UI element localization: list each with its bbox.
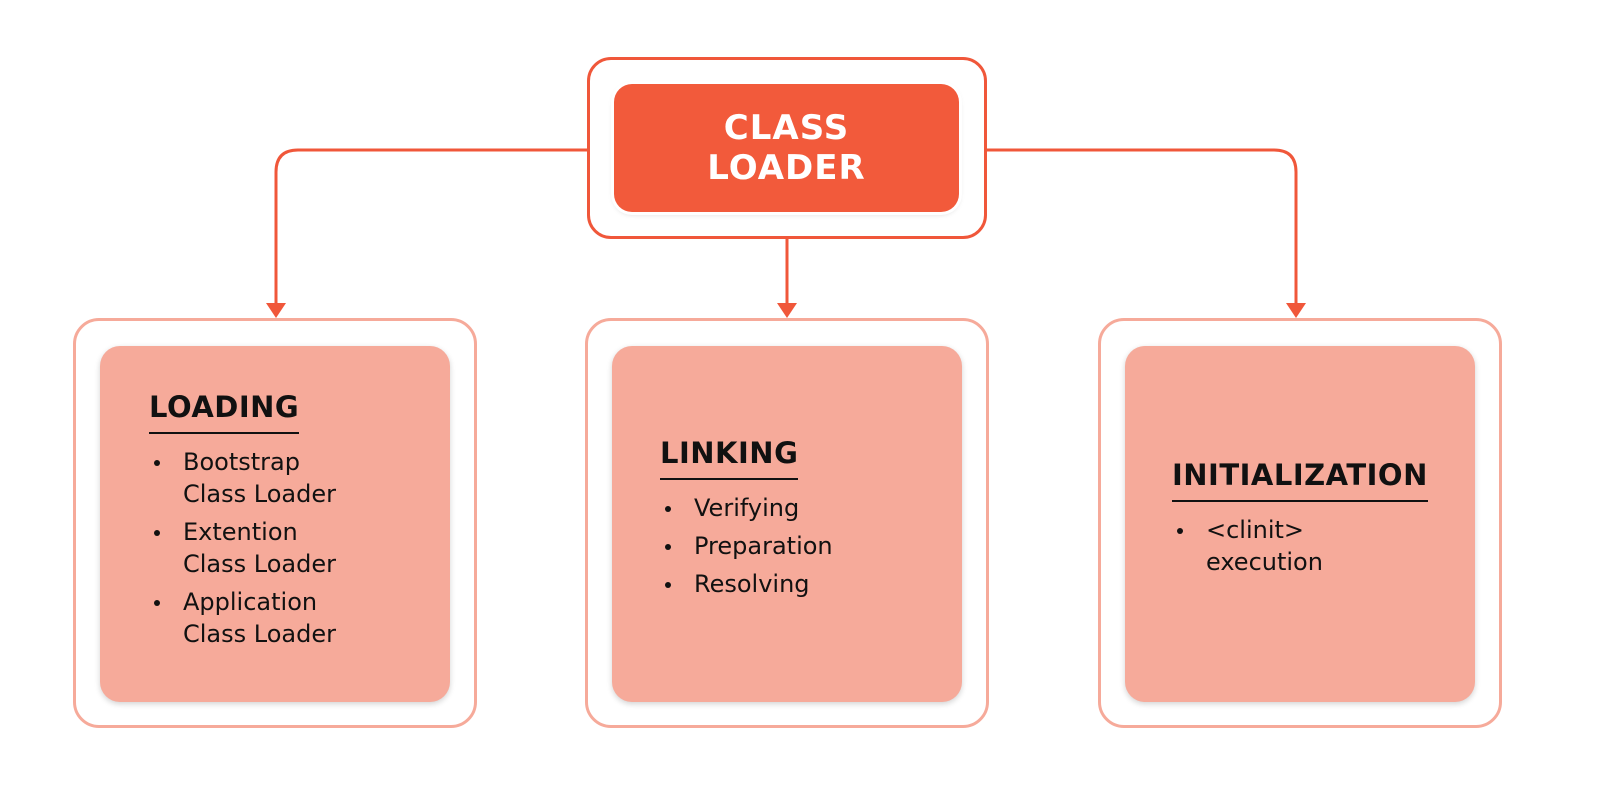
arrowhead-initialization <box>1286 303 1306 318</box>
linking-content: LINKING Verifying Preparation Resolving <box>660 436 833 606</box>
loading-item-bootstrap-line2: Class Loader <box>183 480 336 508</box>
linking-item-resolving-line1: Resolving <box>694 570 810 598</box>
class-loader-title: CLASS LOADER <box>697 108 877 188</box>
loading-item-application-line1: Application <box>183 588 318 616</box>
arrowhead-linking <box>777 303 797 318</box>
loading-item-application: Application Class Loader <box>149 586 336 650</box>
initialization-item-clinit: <clinit> execution <box>1172 514 1428 578</box>
initialization-items: <clinit> execution <box>1172 514 1428 578</box>
linking-item-preparation: Preparation <box>660 530 833 562</box>
linking-item-verifying: Verifying <box>660 492 833 524</box>
loading-item-bootstrap-line1: Bootstrap <box>183 448 300 476</box>
linking-item-preparation-line1: Preparation <box>694 532 833 560</box>
arrowhead-loading <box>266 303 286 318</box>
loading-item-bootstrap: Bootstrap Class Loader <box>149 446 336 510</box>
loading-item-extention-line2: Class Loader <box>183 550 336 578</box>
loading-item-extention: Extention Class Loader <box>149 516 336 580</box>
class-loader-box: CLASS LOADER <box>614 84 959 212</box>
loading-item-extention-line1: Extention <box>183 518 298 546</box>
linking-item-resolving: Resolving <box>660 568 833 600</box>
linking-items: Verifying Preparation Resolving <box>660 492 833 600</box>
linking-title: LINKING <box>660 436 799 480</box>
connector-to-initialization <box>987 148 1298 303</box>
connector-to-loading <box>274 148 587 303</box>
loading-title: LOADING <box>149 390 300 434</box>
initialization-item-clinit-line1: <clinit> <box>1206 516 1305 544</box>
class-loader-title-line1: CLASS <box>723 108 850 148</box>
loading-content: LOADING Bootstrap Class Loader Extention… <box>149 390 336 656</box>
loading-item-application-line2: Class Loader <box>183 620 336 648</box>
initialization-item-clinit-line2: execution <box>1206 548 1323 576</box>
linking-item-verifying-line1: Verifying <box>694 494 800 522</box>
initialization-box <box>1125 346 1475 702</box>
linking-box <box>612 346 962 702</box>
class-loader-title-line2: LOADER <box>707 148 866 188</box>
initialization-content: INITIALIZATION <clinit> execution <box>1172 458 1428 584</box>
loading-items: Bootstrap Class Loader Extention Class L… <box>149 446 336 650</box>
initialization-title: INITIALIZATION <box>1172 458 1428 502</box>
loading-box <box>100 346 450 702</box>
